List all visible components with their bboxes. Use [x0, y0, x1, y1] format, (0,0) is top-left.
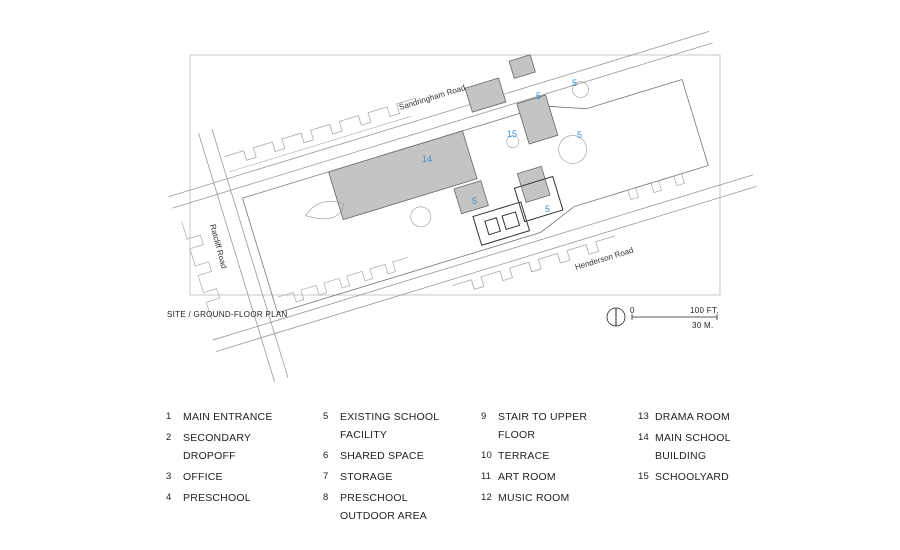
building-number-5: 5: [577, 130, 582, 140]
street-label-henderson: Henderson Road: [574, 246, 634, 272]
building-number-5: 5: [545, 204, 550, 214]
building-5-d: [508, 54, 536, 79]
building-number-5: 5: [472, 196, 477, 206]
scale-feet: 100 FT.: [690, 306, 719, 315]
building-number-15: 15: [507, 129, 517, 139]
building-5-e: [516, 94, 559, 145]
scale-bar: [631, 314, 718, 320]
building-5-a: [453, 180, 489, 215]
street-label-ratcliff: Ratcliff Road: [208, 223, 229, 269]
building-5-c: [464, 77, 507, 113]
building-5-b: [516, 165, 551, 203]
plan-title: SITE / GROUND-FLOOR PLAN: [167, 310, 288, 319]
street-label-sandringham: Sandringham Road: [398, 83, 467, 112]
building-number-14: 14: [422, 154, 432, 164]
building-number-5: 5: [572, 78, 577, 88]
north-arrow-icon: [606, 307, 626, 327]
scale-zero: 0: [630, 306, 635, 315]
scale-meters: 30 M.: [692, 321, 714, 330]
site-drawing: [168, 31, 757, 382]
building-number-5: 5: [536, 91, 541, 101]
building-14: [328, 130, 478, 221]
